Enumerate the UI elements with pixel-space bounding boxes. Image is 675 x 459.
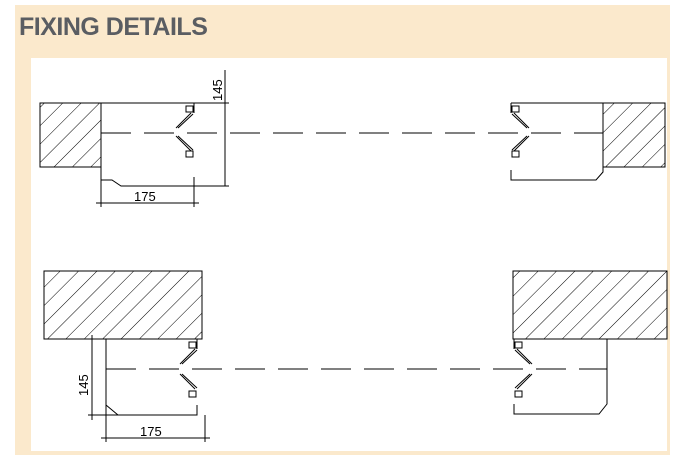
frame-profile-right-bottom	[513, 339, 608, 415]
width-dim-label-top: 175	[134, 189, 156, 204]
width-dim-label-bottom: 175	[140, 424, 162, 439]
bottom-detail	[43, 270, 668, 442]
top-detail	[39, 70, 666, 207]
wall-right-bottom	[512, 270, 668, 340]
frame-profile-left-bottom	[105, 339, 198, 416]
height-dim-label-bottom: 145	[76, 374, 91, 396]
wall-right-top	[602, 102, 666, 168]
wall-left-top	[39, 102, 102, 168]
height-dim-label-top: 145	[210, 79, 225, 101]
wall-left-bottom	[43, 270, 203, 340]
drawing-area	[31, 58, 667, 451]
page-title: FIXING DETAILS	[19, 13, 208, 41]
frame-profile-left-top	[100, 102, 195, 187]
frame-profile-right-top	[510, 102, 604, 181]
